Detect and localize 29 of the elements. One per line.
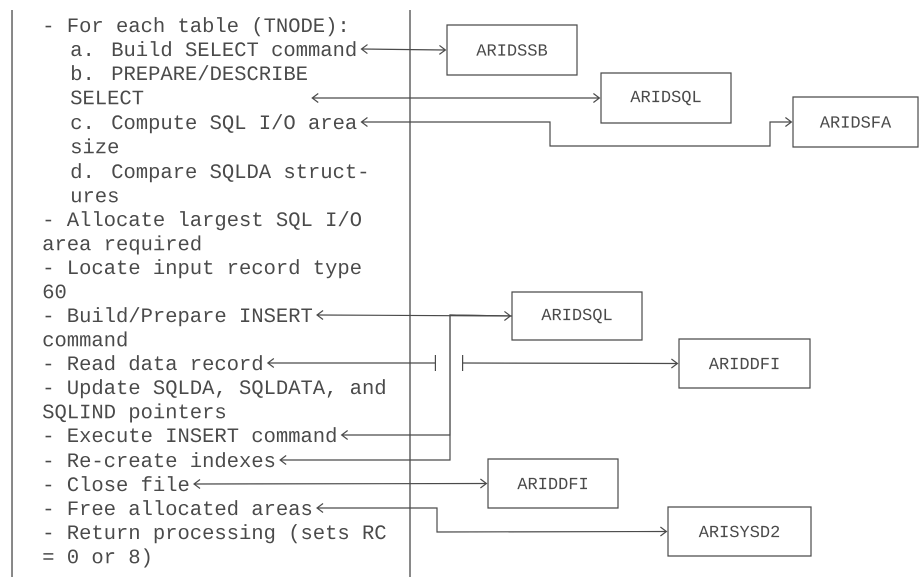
list-item: - For each table (TNODE): <box>46 17 345 36</box>
list-item: - Build/Prepare INSERT command <box>44 307 312 346</box>
module-box: ARIDSFA <box>792 96 919 148</box>
arrow <box>360 44 446 55</box>
list-item: a. Build SELECT command <box>72 41 356 56</box>
arrow <box>279 314 512 465</box>
arrow <box>360 117 792 147</box>
list-item: - Return processing (sets RC = 0 or 8) <box>43 524 386 568</box>
module-box: ARIDSSB <box>446 24 578 76</box>
module-box: ARIDSQL <box>600 72 732 124</box>
arrow <box>193 478 488 489</box>
module-box: ARIDSQL <box>511 291 643 341</box>
module-box: ARIDDFI <box>678 338 811 389</box>
list-item: d. Compare SQLDA struct- ures <box>72 163 366 202</box>
arrow <box>311 93 600 103</box>
arrow <box>462 355 678 371</box>
list-item: - Read data record <box>46 355 262 370</box>
arrow <box>266 355 436 371</box>
list-item: - Free allocated areas <box>46 500 312 516</box>
module-box: ARISYSD2 <box>667 506 812 557</box>
list-item: - Locate input record type 60 <box>44 259 361 298</box>
list-item: - Update SQLDA, SQLDATA, and SQLIND pointers <box>43 379 385 422</box>
arrow <box>316 503 668 536</box>
list-item: - Re-create indexes <box>46 452 274 468</box>
module-box: ARIDDFI <box>487 458 619 509</box>
list-item: - Allocate largest SQL I/O area required <box>44 211 361 254</box>
list-item: - Execute INSERT command <box>46 427 336 442</box>
list-item: - Close file <box>46 476 188 492</box>
arrow <box>316 310 512 321</box>
